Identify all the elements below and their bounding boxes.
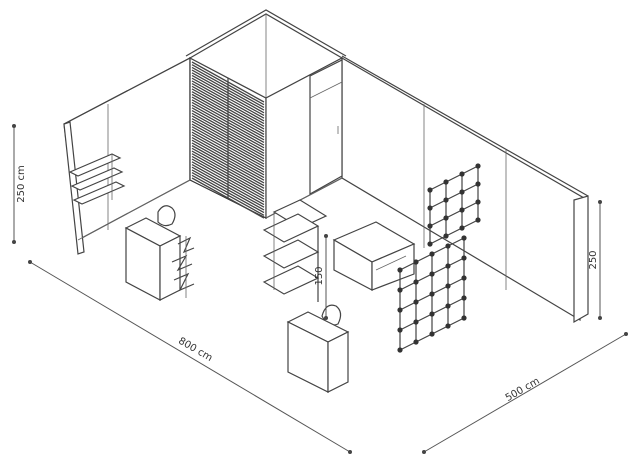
cube-joint [443,215,449,221]
cube-joint [475,199,481,205]
cube-joint [443,179,449,185]
cube-edge [445,191,463,201]
cube-joint [461,295,467,301]
cube-edge [429,217,447,227]
cube-edge [399,301,417,311]
cube-edge [461,201,479,211]
cube-edge [461,183,479,193]
cube-joint [397,347,403,353]
cube-joint [445,303,451,309]
cube-joint [397,287,403,293]
cube-joint [429,311,435,317]
cube-edge [431,265,449,275]
cube-edge [447,317,465,327]
cube-joint [445,283,451,289]
cube-joint [429,251,435,257]
cube-shelf-front [397,235,467,353]
cube-edge [415,313,433,323]
cube-edge [445,227,463,237]
cube-joint [445,243,451,249]
dimension-width: 500 cm [422,332,628,454]
cube-joint [459,225,465,231]
cube-joint [459,207,465,213]
cube-joint [397,267,403,273]
cube-joint [459,189,465,195]
chair [157,205,176,227]
cube-edge [415,253,433,263]
cube-edge [415,333,433,343]
cube-joint [413,259,419,265]
cube-joint [445,263,451,269]
slatted-panel [189,57,267,219]
cube-edge [399,261,417,271]
wall-height-right-label: 250 [588,250,599,269]
cube-edge [415,293,433,303]
cube-joint [445,323,451,329]
cube-joint [397,307,403,313]
cube-edge [429,199,447,209]
cube-joint [413,319,419,325]
cube-edge [445,173,463,183]
cube-joint [429,331,435,337]
cube-joint [429,291,435,297]
dimension-shelf-height: 150 [314,234,328,320]
front-cabinet [286,311,350,393]
cube-edge [447,297,465,307]
dimension-wall-height-left: 250 cm [12,124,27,244]
cube-edge [399,281,417,291]
cube-joint [443,233,449,239]
cube-edge [399,321,417,331]
cube-joint [413,299,419,305]
dimension-wall-height-right: 250 [588,200,602,320]
cube-edge [431,245,449,255]
cube-joint [475,163,481,169]
cube-joint [427,187,433,193]
cube-joint [443,197,449,203]
reception-desk [124,217,182,301]
cube-edge [447,237,465,247]
cube-joint [397,327,403,333]
cube-joint [475,181,481,187]
cube-joint [475,217,481,223]
cube-joint [427,241,433,247]
cube-edge [445,209,463,219]
cube-edge [415,273,433,283]
cube-joint [461,315,467,321]
door [309,59,343,196]
wall-height-left-label: 250 cm [16,165,27,203]
cube-joint [429,271,435,277]
central-shelving [262,199,328,302]
cube-edge [447,277,465,287]
cube-edge [399,341,417,351]
cube-joint [413,279,419,285]
cube-joint [461,255,467,261]
wall-shelves [68,153,126,205]
cube-edge [461,165,479,175]
cube-joint [459,171,465,177]
cube-shelf-back [427,163,481,247]
cube-joint [461,235,467,241]
cube-joint [413,339,419,345]
cube-edge [431,285,449,295]
cube-edge [447,257,465,267]
width-label: 500 cm [504,376,542,404]
cube-joint [427,223,433,229]
shelf-height-label: 150 [314,266,325,285]
cube-edge [429,181,447,191]
cube-joint [461,275,467,281]
central-table [332,221,416,291]
cube-edge [461,219,479,229]
cube-edge [429,235,447,245]
cube-edge [431,325,449,335]
cube-joint [427,205,433,211]
cube-edge [431,305,449,315]
sculpture-display [171,236,195,298]
